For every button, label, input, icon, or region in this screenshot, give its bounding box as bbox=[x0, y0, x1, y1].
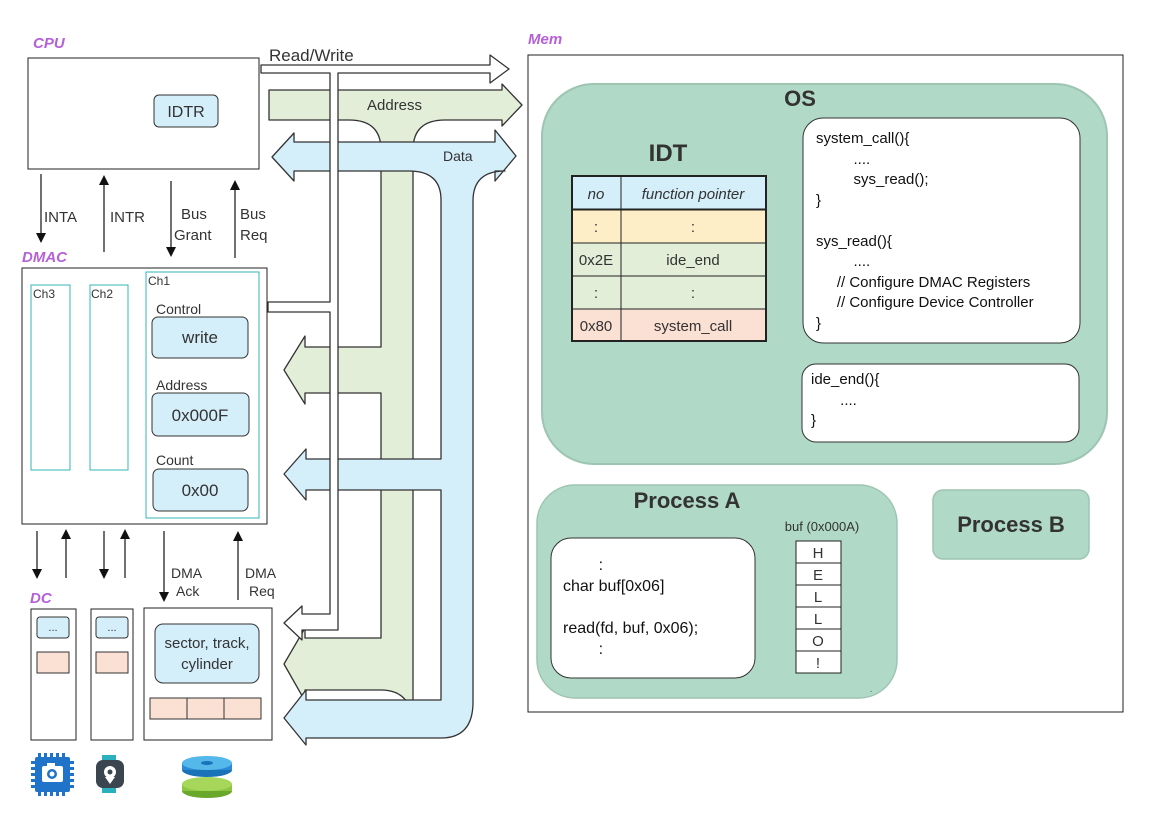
process-a-dot: . bbox=[870, 685, 872, 694]
address-value: 0x000F bbox=[172, 406, 229, 425]
smartwatch-icon bbox=[96, 755, 124, 793]
count-register bbox=[152, 468, 249, 512]
dc3-buffer bbox=[36, 651, 70, 674]
dmac-label: DMAC bbox=[22, 249, 68, 266]
address-register-label: Address bbox=[156, 377, 207, 393]
dma-req-label-2: Req bbox=[249, 583, 275, 599]
idt-row-1-fp: : bbox=[691, 219, 695, 236]
control-register bbox=[151, 316, 249, 359]
process-a-code-box bbox=[550, 537, 756, 679]
system-call-code: system_call(){ .... sys_read(); } sys_re… bbox=[816, 130, 1034, 332]
dc2-register bbox=[95, 616, 129, 639]
disk-register-line-2: cylinder bbox=[181, 656, 233, 673]
process-b-title: Process B bbox=[957, 512, 1065, 537]
idt-row-1-no: : bbox=[594, 219, 598, 236]
dc-label: DC bbox=[30, 590, 53, 607]
disk-data-buffer bbox=[149, 697, 262, 720]
os-title: OS bbox=[784, 86, 816, 111]
process-a-title: Process A bbox=[634, 488, 741, 513]
idt-row-4-no: 0x80 bbox=[580, 318, 613, 335]
idt-row-3-fp: : bbox=[691, 285, 695, 302]
idt-header-fp: function pointer bbox=[642, 186, 746, 203]
buf-array: H E L L O ! bbox=[795, 540, 842, 674]
control-value: write bbox=[181, 328, 218, 347]
idtr-label: IDTR bbox=[167, 104, 204, 121]
ide-end-code-box bbox=[801, 363, 1080, 443]
bus-grant-label-1: Bus bbox=[181, 206, 207, 223]
idt-header-no: no bbox=[588, 186, 605, 203]
camera-chip-icon bbox=[31, 753, 74, 796]
data-bus bbox=[271, 129, 517, 746]
buf-cell: L bbox=[814, 611, 822, 628]
dc2-buffer bbox=[95, 651, 129, 674]
idt-row-4-fp: system_call bbox=[654, 318, 732, 335]
idt-row-2-fp: ide_end bbox=[666, 252, 719, 269]
disk-register-line-1: sector, track, bbox=[164, 635, 249, 652]
count-label: Count bbox=[156, 452, 193, 468]
disk-address-register bbox=[154, 623, 260, 684]
read-write-label: Read/Write bbox=[269, 46, 354, 65]
address-label: Address bbox=[367, 97, 422, 114]
buf-cell: H bbox=[813, 545, 824, 562]
dma-ack-label-1: DMA bbox=[171, 565, 203, 581]
cpu-box bbox=[27, 57, 260, 170]
buf-cell: E bbox=[813, 567, 823, 584]
process-a-code: : char buf[0x06] read(fd, buf, 0x06); : bbox=[563, 557, 699, 658]
idtr-register bbox=[153, 94, 219, 128]
read-write-bus bbox=[260, 54, 510, 641]
inta-label: INTA bbox=[44, 209, 77, 226]
data-label: Data bbox=[443, 148, 473, 164]
bus-req-label-1: Bus bbox=[240, 206, 266, 223]
dc3-register-text: ... bbox=[48, 622, 57, 634]
dc2-register-text: ... bbox=[107, 622, 116, 634]
control-label: Control bbox=[156, 301, 201, 317]
address-register bbox=[151, 392, 250, 437]
cpu-label: CPU bbox=[33, 35, 66, 52]
process-b-region bbox=[932, 489, 1090, 560]
bus-grant-label-2: Grant bbox=[174, 227, 212, 244]
system-call-code-box bbox=[802, 117, 1081, 344]
dmac-channel-3 bbox=[30, 284, 71, 471]
dmac-channel-2 bbox=[89, 284, 129, 471]
idt-row-3-no: : bbox=[594, 285, 598, 302]
bus-req-label-2: Req bbox=[240, 227, 268, 244]
address-bus bbox=[268, 83, 523, 729]
dma-req-label-1: DMA bbox=[245, 565, 277, 581]
buf-cell: L bbox=[814, 589, 822, 606]
idt-row-2-no: 0x2E bbox=[579, 252, 613, 269]
buf-cell: ! bbox=[816, 655, 820, 672]
buf-cell: O bbox=[812, 633, 824, 650]
ch1-label: Ch1 bbox=[148, 274, 170, 288]
dma-ack-label-2: Ack bbox=[176, 583, 200, 599]
buf-label: buf (0x000A) bbox=[785, 519, 859, 534]
count-value: 0x00 bbox=[182, 481, 219, 500]
ide-end-code: ide_end(){ .... } bbox=[811, 371, 880, 429]
disk-stack-icon bbox=[182, 756, 232, 798]
dc3-register bbox=[36, 616, 70, 639]
intr-label: INTR bbox=[110, 209, 145, 226]
idt-title: IDT bbox=[649, 140, 688, 167]
mem-label: Mem bbox=[528, 31, 562, 48]
ch3-label: Ch3 bbox=[33, 287, 55, 301]
ch2-label: Ch2 bbox=[91, 287, 113, 301]
idt-table: no function pointer : : 0x2E ide_end : :… bbox=[571, 175, 767, 342]
